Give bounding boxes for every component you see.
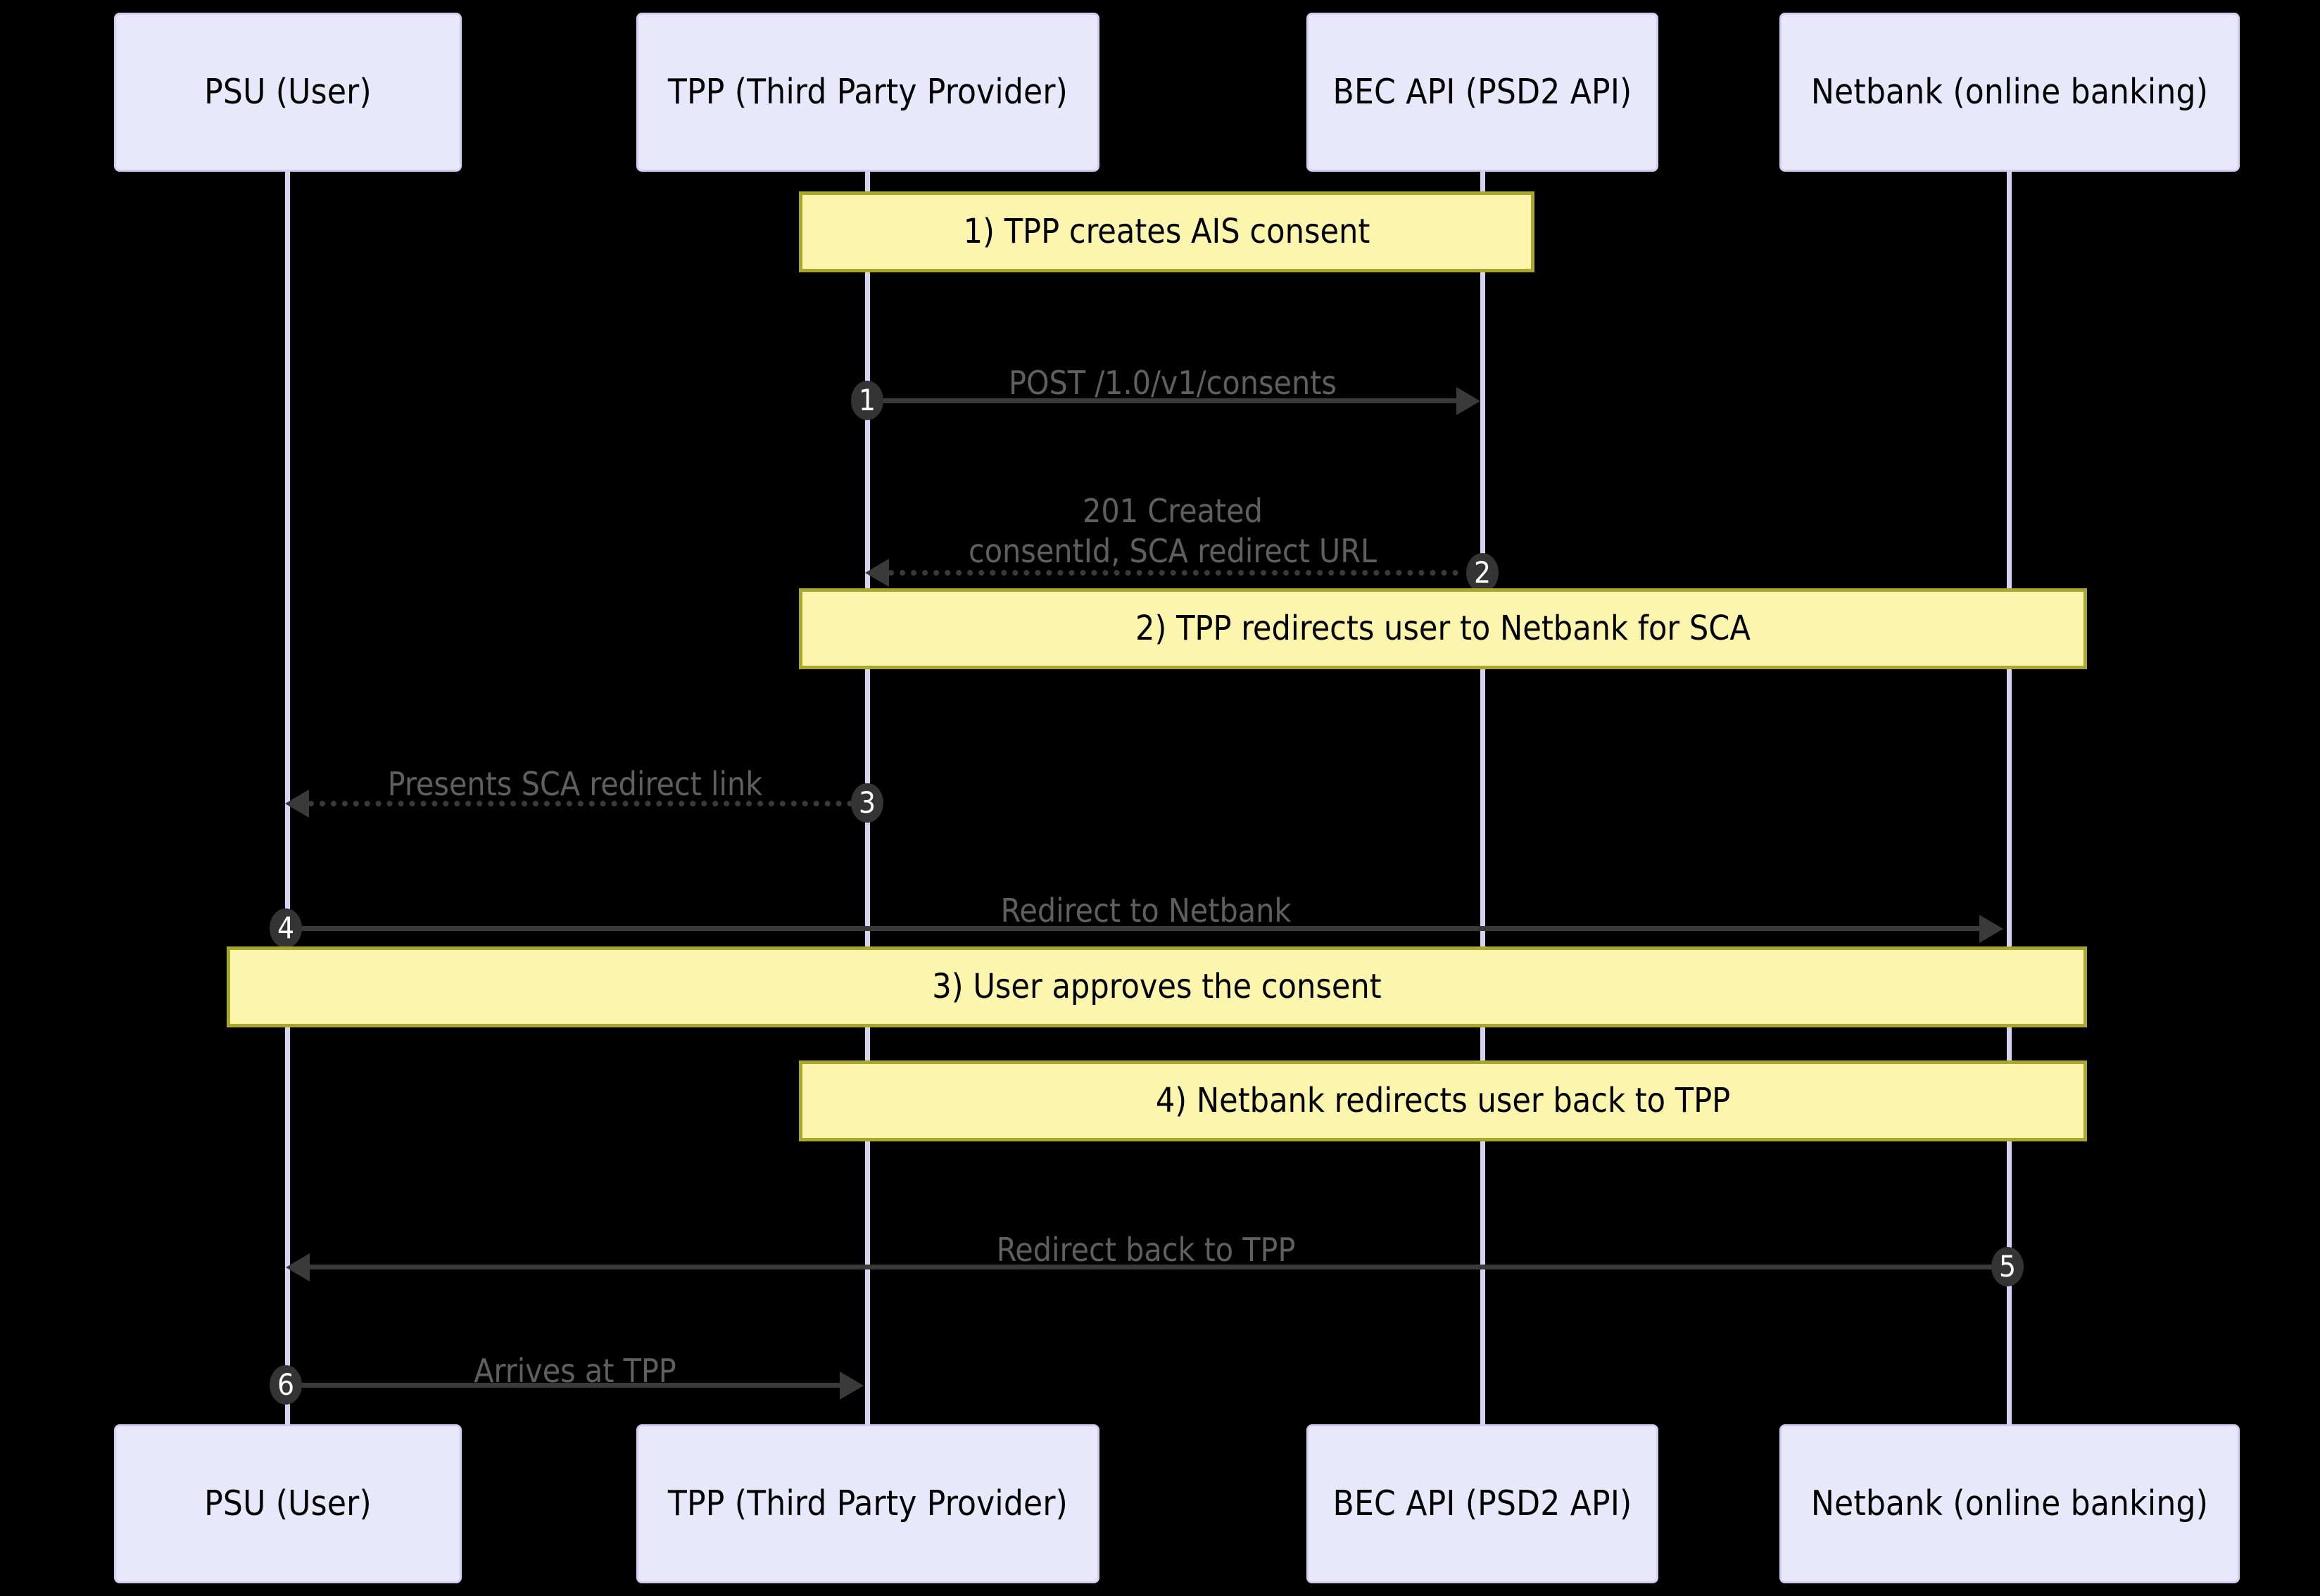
participant-box-tpp-top[interactable]: TPP (Third Party Provider) <box>636 13 1099 172</box>
participant-label-bec-bottom: BEC API (PSD2 API) <box>1332 1483 1632 1524</box>
note-box-3[interactable]: 3) User approves the consent <box>227 946 2087 1027</box>
message-arrowhead-6 <box>840 1372 864 1400</box>
participant-box-bec-top[interactable]: BEC API (PSD2 API) <box>1306 13 1658 172</box>
participant-label-psu-bottom: PSU (User) <box>204 1483 372 1524</box>
message-seq-badge-1: 1 <box>851 381 883 420</box>
message-line-2 <box>888 570 1458 576</box>
participant-label-tpp-bottom: TPP (Third Party Provider) <box>667 1483 1068 1524</box>
note-text-3: 3) User approves the consent <box>932 966 1382 1006</box>
message-label-5: Redirect back to TPP <box>996 1230 1296 1269</box>
note-text-4: 4) Netbank redirects user back to TPP <box>1155 1080 1731 1120</box>
note-box-2[interactable]: 2) TPP redirects user to Netbank for SCA <box>799 588 2087 669</box>
lifeline-bec <box>1480 172 1485 1436</box>
note-text-1: 1) TPP creates AIS consent <box>963 211 1370 251</box>
participant-label-netbank-bottom: Netbank (online banking) <box>1810 1483 2209 1524</box>
participant-box-bec-bottom[interactable]: BEC API (PSD2 API) <box>1306 1424 1658 1583</box>
participant-label-tpp-top: TPP (Third Party Provider) <box>667 72 1068 113</box>
participant-box-netbank-top[interactable]: Netbank (online banking) <box>1779 13 2240 172</box>
message-label-4: Redirect to Netbank <box>1000 891 1292 930</box>
participant-box-psu-bottom[interactable]: PSU (User) <box>114 1424 462 1583</box>
message-line-3 <box>308 801 864 806</box>
lifeline-netbank <box>2007 172 2012 1436</box>
message-label-6: Arrives at TPP <box>474 1351 676 1390</box>
participant-box-netbank-bottom[interactable]: Netbank (online banking) <box>1779 1424 2240 1583</box>
message-seq-badge-4: 4 <box>270 908 302 948</box>
participant-label-bec-top: BEC API (PSD2 API) <box>1332 72 1632 113</box>
message-seq-badge-2: 2 <box>1466 553 1499 593</box>
note-box-4[interactable]: 4) Netbank redirects user back to TPP <box>799 1060 2087 1141</box>
message-seq-badge-5: 5 <box>1991 1247 2024 1286</box>
participant-box-psu-top[interactable]: PSU (User) <box>114 13 462 172</box>
message-line-6 <box>288 1383 841 1388</box>
message-label-2: 201 Created consentId, SCA redirect URL <box>968 491 1378 571</box>
message-arrowhead-1 <box>1456 387 1480 415</box>
message-label-1: POST /1.0/v1/consents <box>1009 363 1337 402</box>
message-arrowhead-2 <box>865 559 889 587</box>
participant-label-netbank-top: Netbank (online banking) <box>1810 72 2209 113</box>
participant-box-tpp-bottom[interactable]: TPP (Third Party Provider) <box>636 1424 1099 1583</box>
message-line-5 <box>310 1265 1993 1269</box>
message-seq-badge-6: 6 <box>270 1365 302 1405</box>
participant-label-psu-top: PSU (User) <box>204 72 372 113</box>
message-line-1 <box>868 398 1458 403</box>
message-arrowhead-3 <box>285 790 309 818</box>
note-text-2: 2) TPP redirects user to Netbank for SCA <box>1135 608 1751 648</box>
note-box-1[interactable]: 1) TPP creates AIS consent <box>799 191 1534 272</box>
message-arrowhead-5 <box>286 1253 310 1281</box>
message-seq-badge-3: 3 <box>851 783 883 823</box>
message-line-4 <box>288 926 1981 931</box>
message-arrowhead-4 <box>1979 915 2003 943</box>
message-label-3: Presents SCA redirect link <box>387 764 763 803</box>
